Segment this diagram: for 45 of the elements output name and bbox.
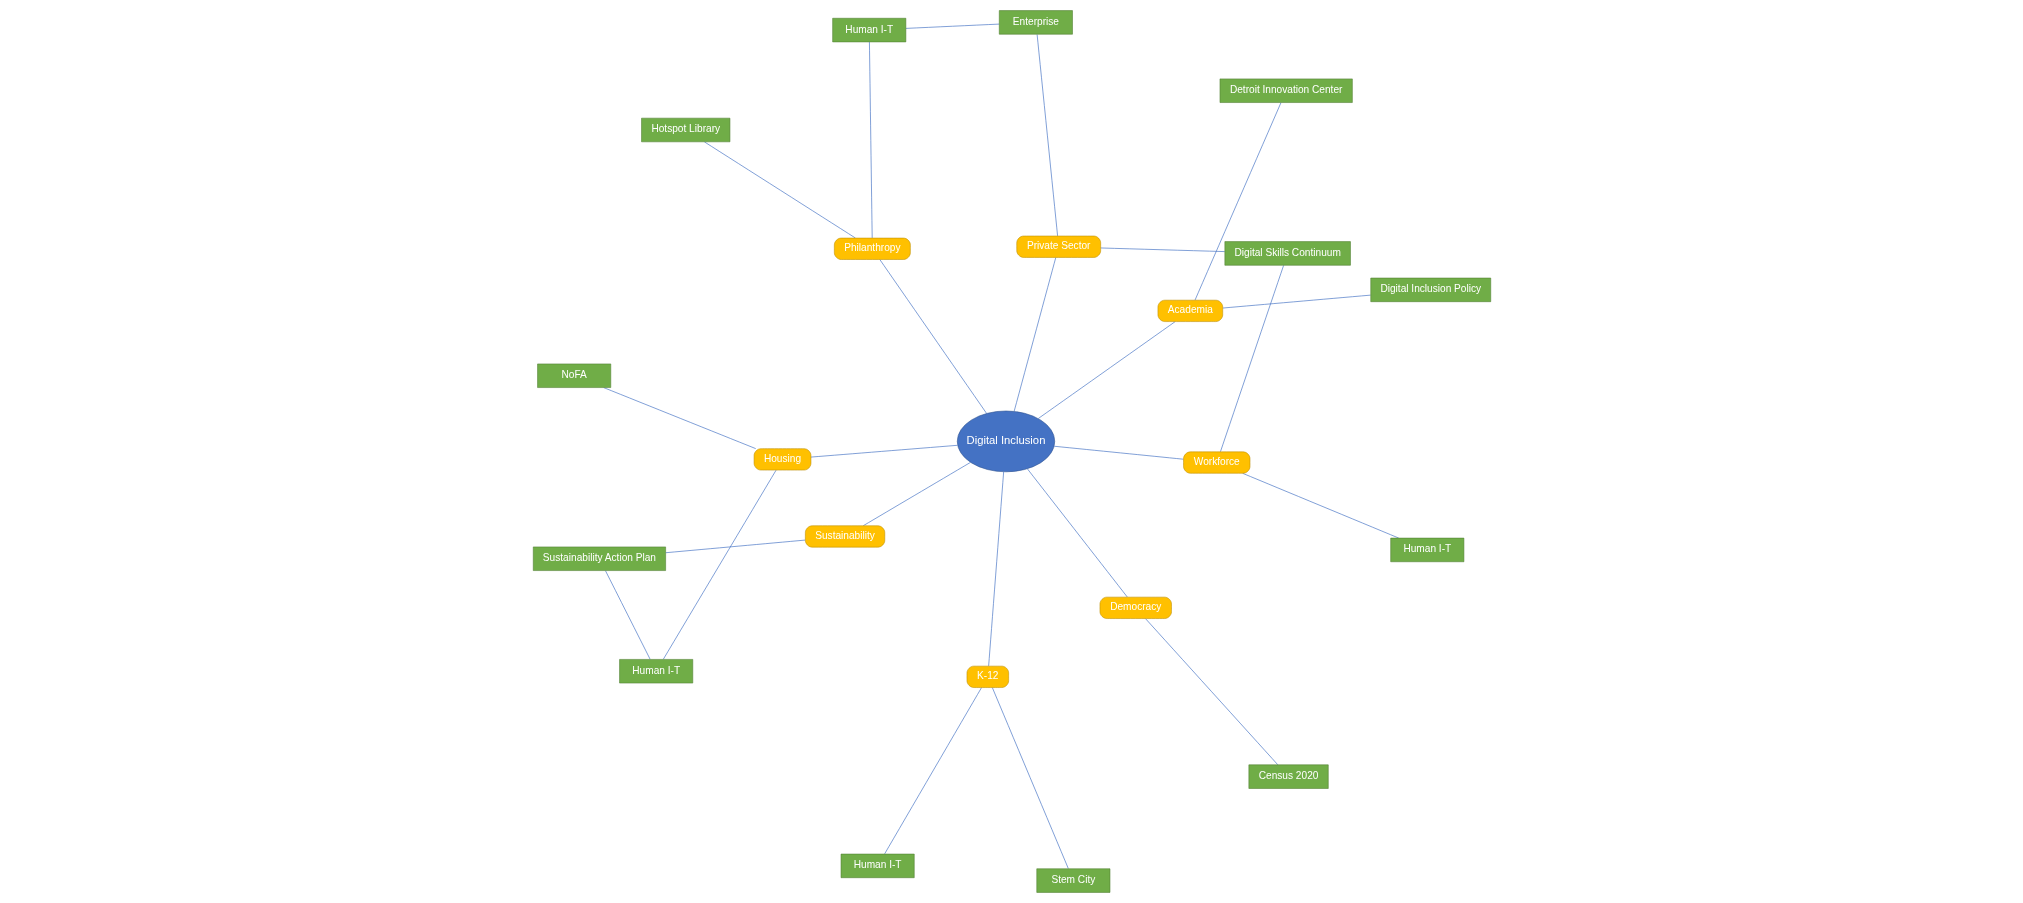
connector bbox=[1194, 102, 1281, 301]
node-box: Human I-T bbox=[1389, 537, 1464, 563]
connector bbox=[1026, 468, 1128, 598]
connector bbox=[1099, 247, 1225, 252]
connector bbox=[1053, 445, 1184, 460]
node-box: Detroit Innovation Center bbox=[1219, 78, 1353, 103]
connector bbox=[879, 259, 987, 414]
connector bbox=[1013, 257, 1056, 412]
connector bbox=[1144, 618, 1278, 766]
node-box: Census 2020 bbox=[1248, 764, 1329, 789]
connector bbox=[991, 687, 1069, 869]
connector bbox=[1219, 265, 1284, 453]
node-box: Academia bbox=[1157, 299, 1223, 322]
connector bbox=[703, 141, 856, 239]
node-box: Enterprise bbox=[998, 10, 1073, 35]
connector bbox=[987, 471, 1004, 667]
connector bbox=[1036, 34, 1058, 237]
connector bbox=[1037, 321, 1175, 419]
node-box: Human I-T bbox=[618, 659, 693, 684]
node-box: Sustainability Action Plan bbox=[532, 546, 666, 571]
connector bbox=[1221, 294, 1371, 309]
connector bbox=[662, 469, 776, 660]
connector bbox=[1241, 472, 1399, 539]
node-box: Private Sector bbox=[1015, 235, 1101, 258]
node-box: Democracy bbox=[1099, 596, 1172, 619]
connector bbox=[883, 687, 982, 855]
node-box: Digital Inclusion Policy bbox=[1370, 277, 1491, 302]
node-box: NoFA bbox=[536, 363, 611, 388]
node-box: K-12 bbox=[966, 665, 1009, 688]
node-box: Stem City bbox=[1036, 868, 1110, 893]
connector bbox=[810, 444, 958, 458]
node-box: Hotspot Library bbox=[640, 117, 730, 143]
node-box: Digital Skills Continuum bbox=[1224, 241, 1351, 266]
node-box: Sustainability bbox=[804, 525, 885, 548]
connector bbox=[868, 41, 873, 239]
node-box: Human I-T bbox=[840, 853, 915, 878]
connector bbox=[604, 570, 650, 660]
connector bbox=[862, 462, 971, 527]
connector bbox=[664, 539, 806, 554]
node-box: Housing bbox=[753, 448, 811, 471]
node-ellipse: Digital Inclusion bbox=[956, 410, 1055, 473]
node-box: Workforce bbox=[1182, 451, 1250, 474]
node-box: Philanthropy bbox=[833, 237, 911, 260]
connector bbox=[905, 23, 999, 29]
node-box: Human I-T bbox=[831, 17, 906, 43]
